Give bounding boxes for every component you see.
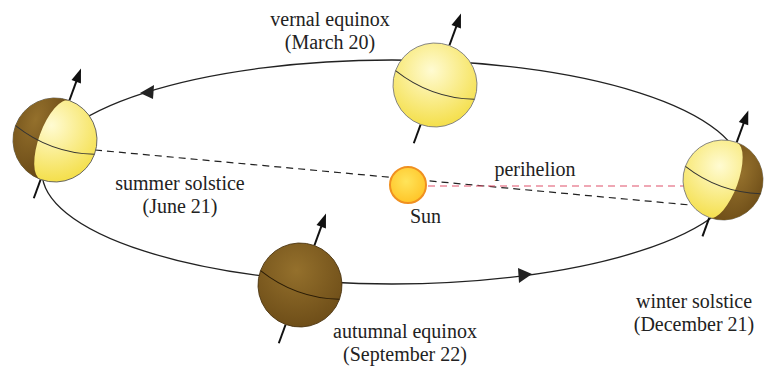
earth-globe: [374, 0, 500, 158]
earth-globe: [0, 54, 120, 212]
orbit-arrow: [140, 85, 154, 99]
season-label: vernal equinox (March 20): [255, 8, 405, 54]
orbit-arrow: [518, 268, 532, 283]
season-label: summer solstice (June 21): [100, 172, 260, 218]
orbit-label: perihelion: [494, 158, 575, 181]
sun-disc: [390, 167, 426, 203]
sun-label: Sun: [410, 205, 441, 228]
orbit-ellipse: [42, 60, 742, 284]
season-label: winter solstice (December 21): [619, 290, 769, 336]
earth-globe: [665, 97, 779, 250]
perihelion-line: [428, 185, 688, 186]
season-label: autumnal equinox (September 22): [318, 320, 493, 366]
